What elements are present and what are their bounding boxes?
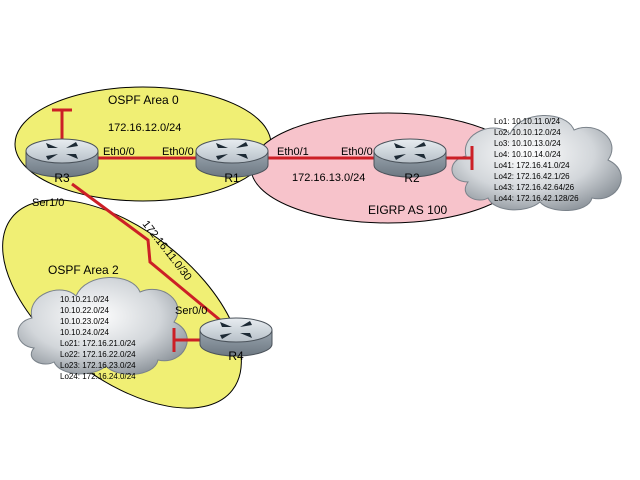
r2-loopback-list: Lo1: 10.10.11.0/24 Lo2: 10.10.12.0/24 Lo… (494, 117, 579, 203)
r4-loopback-item: Lo22: 172.16.22.0/24 (60, 350, 136, 359)
ospf-area0-label: OSPF Area 0 (108, 93, 179, 107)
r2-loopback-stub (444, 146, 474, 170)
r4-loopback-cloud (17, 277, 188, 375)
router-r4[interactable]: R4 (199, 317, 273, 363)
r4-loopback-item: Lo21: 172.16.21.0/24 (60, 339, 136, 348)
r2-loopback-item: Lo41: 172.16.41.0/24 (494, 161, 570, 170)
r4-loopback-item: Lo24: 172.16.24.0/24 (60, 372, 136, 381)
router-r1[interactable]: R1 (195, 138, 269, 185)
subnet-r3-r1-label: 172.16.12.0/24 (108, 122, 181, 134)
r3-ser1-0-label: Ser1/0 (32, 197, 64, 209)
r1-eth0-0-label: Eth0/0 (162, 146, 194, 158)
r4-loopback-stub (172, 328, 200, 352)
ospf-area2-label: OSPF Area 2 (48, 263, 119, 277)
r3-eth0-0-label: Eth0/0 (103, 146, 135, 158)
router-r3[interactable]: R3 (25, 138, 99, 185)
r4-loopback-item: 10.10.23.0/24 (60, 317, 109, 326)
eigrp-label: EIGRP AS 100 (368, 203, 447, 217)
r1-eth0-1-label: Eth0/1 (277, 146, 309, 158)
r2-loopback-item: Lo43: 172.16.42.64/26 (494, 183, 575, 192)
r2-loopback-item: Lo2: 10.10.12.0/24 (494, 128, 561, 137)
router-r2[interactable]: R2 (373, 138, 447, 185)
router-r4-label: R4 (228, 349, 244, 363)
router-r1-label: R1 (224, 171, 240, 185)
router-r3-label: R3 (54, 171, 70, 185)
r4-ser0-0-label: Ser0/0 (175, 305, 207, 317)
r2-loopback-item: Lo42: 172.16.42.1/26 (494, 172, 570, 181)
r4-loopback-item: 10.10.21.0/24 (60, 295, 109, 304)
r4-loopback-item: 10.10.24.0/24 (60, 328, 109, 337)
subnet-r1-r2-label: 172.16.13.0/24 (292, 172, 365, 184)
r2-loopback-item: Lo3: 10.10.13.0/24 (494, 139, 561, 148)
r2-eth0-0-label: Eth0/0 (341, 146, 373, 158)
r2-loopback-item: Lo44: 172.16.42.128/26 (494, 194, 579, 203)
r4-loopback-item: 10.10.22.0/24 (60, 306, 109, 315)
router-r2-label: R2 (404, 171, 420, 185)
r2-loopback-cloud (451, 115, 622, 212)
r2-loopback-item: Lo1: 10.10.11.0/24 (494, 117, 561, 126)
r3-loopback-stub (52, 108, 72, 140)
r4-loopback-item: Lo23: 172.16.23.0/24 (60, 361, 136, 370)
r2-loopback-item: Lo4: 10.10.14.0/24 (494, 150, 561, 159)
r4-loopback-list: 10.10.21.0/24 10.10.22.0/24 10.10.23.0/2… (60, 295, 136, 381)
link-r3-r4-serial (71, 182, 233, 332)
